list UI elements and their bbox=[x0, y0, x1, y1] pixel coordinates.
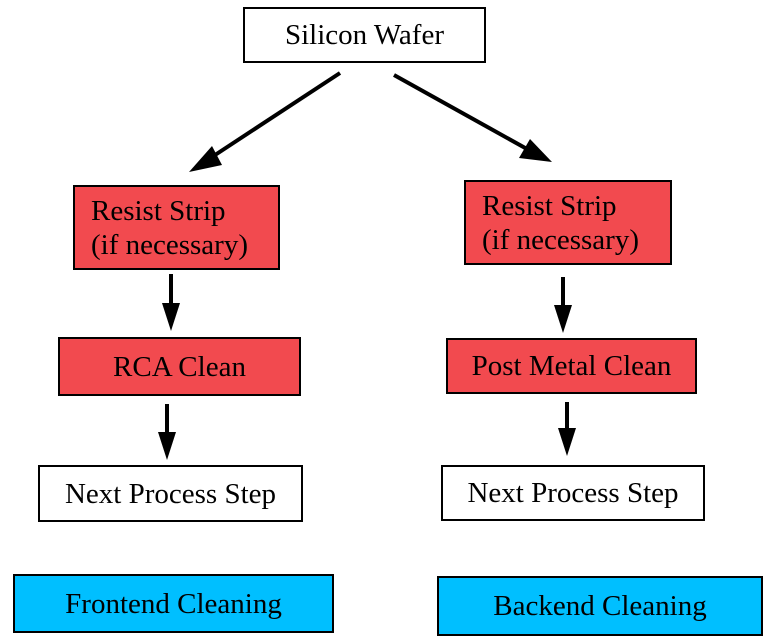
node-right-next-process-step-label: Next Process Step bbox=[467, 477, 679, 509]
arrow-right-clean-to-next bbox=[558, 402, 576, 456]
node-left-next-process-step: Next Process Step bbox=[38, 465, 303, 522]
node-left-resist-strip-line2: (if necessary) bbox=[91, 228, 248, 261]
node-right-resist-strip: Resist Strip (if necessary) bbox=[464, 180, 672, 265]
legend-backend-cleaning-label: Backend Cleaning bbox=[493, 590, 707, 622]
node-post-metal-clean: Post Metal Clean bbox=[446, 338, 697, 394]
node-left-resist-strip-line1: Resist Strip bbox=[91, 194, 226, 227]
node-right-resist-strip-line2: (if necessary) bbox=[482, 223, 639, 256]
legend-frontend-cleaning: Frontend Cleaning bbox=[13, 574, 334, 633]
node-right-resist-strip-line1: Resist Strip bbox=[482, 189, 617, 222]
arrow-left-strip-to-clean bbox=[162, 274, 180, 331]
arrow-root-to-right bbox=[393, 73, 552, 162]
arrow-right-strip-to-clean bbox=[554, 277, 572, 333]
legend-backend-cleaning: Backend Cleaning bbox=[437, 576, 763, 636]
node-left-resist-strip: Resist Strip (if necessary) bbox=[73, 185, 280, 270]
arrow-root-to-left bbox=[189, 71, 342, 172]
node-rca-clean-label: RCA Clean bbox=[113, 350, 246, 383]
node-right-next-process-step: Next Process Step bbox=[441, 465, 705, 521]
node-post-metal-clean-label: Post Metal Clean bbox=[471, 350, 672, 382]
arrow-left-clean-to-next bbox=[158, 404, 176, 460]
node-left-next-process-step-label: Next Process Step bbox=[64, 477, 277, 510]
legend-frontend-cleaning-label: Frontend Cleaning bbox=[65, 587, 282, 620]
node-silicon-wafer-label: Silicon Wafer bbox=[284, 19, 444, 51]
node-silicon-wafer: Silicon Wafer bbox=[243, 7, 486, 63]
node-rca-clean: RCA Clean bbox=[58, 337, 301, 396]
